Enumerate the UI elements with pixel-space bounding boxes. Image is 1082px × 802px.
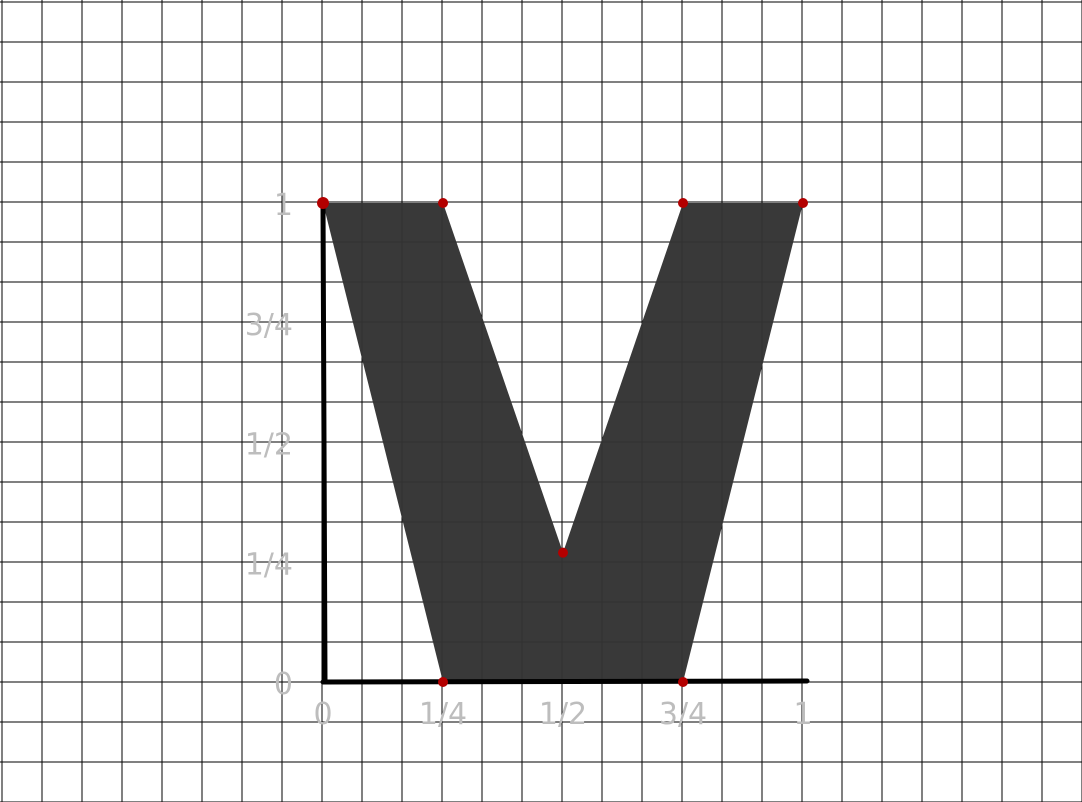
marked-point xyxy=(317,197,329,209)
x-tick-label: 3/4 xyxy=(659,697,707,732)
y-tick-label: 1/2 xyxy=(245,428,293,463)
y-tick-label: 3/4 xyxy=(245,308,293,343)
y-axis-tick-labels: 0 1/4 1/2 3/4 1 xyxy=(245,188,293,702)
marked-point xyxy=(678,677,688,687)
y-tick-label: 1/4 xyxy=(245,547,293,582)
marked-point xyxy=(438,677,448,687)
v-shape xyxy=(323,203,803,682)
marked-point xyxy=(678,198,688,208)
x-tick-label: 0 xyxy=(313,697,332,732)
axes xyxy=(320,200,810,685)
y-tick-label: 1 xyxy=(274,188,293,223)
marked-point xyxy=(438,198,448,208)
marked-points xyxy=(317,197,808,687)
y-tick-label: 0 xyxy=(274,667,293,702)
marked-point xyxy=(558,547,568,558)
x-tick-label: 1 xyxy=(793,697,812,732)
y-axis-line xyxy=(320,200,328,685)
x-axis-tick-labels: 0 1/4 1/2 3/4 1 xyxy=(313,697,812,732)
x-tick-label: 1/2 xyxy=(539,697,587,732)
x-tick-label: 1/4 xyxy=(419,697,467,732)
marked-point xyxy=(798,198,808,208)
x-axis-line xyxy=(320,678,810,685)
